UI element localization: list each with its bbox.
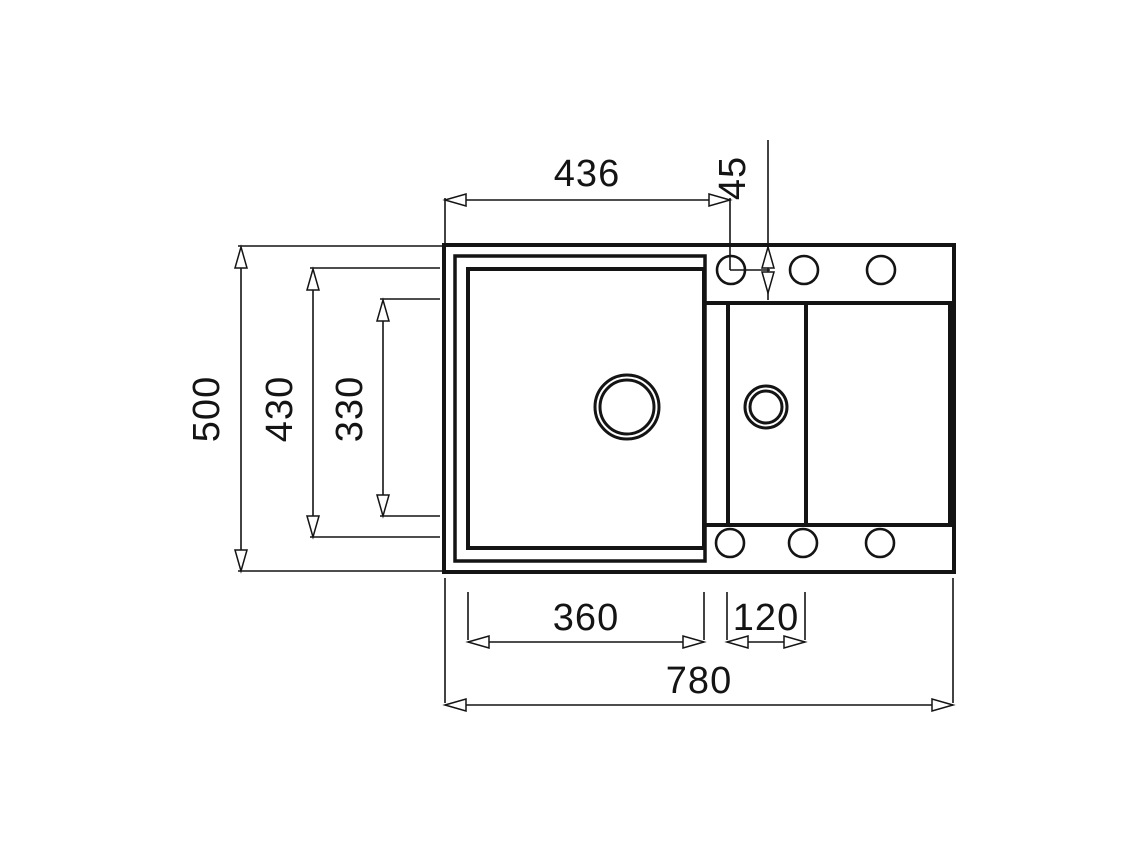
dimension-436: 436 — [442, 153, 733, 270]
dimension-430: 430 — [259, 266, 440, 540]
dim-436-arrow-right — [708, 193, 733, 207]
dim-330-label: 330 — [329, 376, 371, 442]
dim-120-label: 120 — [733, 597, 799, 639]
dim-436-arrow-left — [442, 193, 467, 207]
dim-430-label: 430 — [259, 376, 301, 442]
dim-780-arrow-right — [931, 698, 956, 712]
dim-45-arrow-bottom — [761, 271, 775, 296]
main-bowl-rim-outer — [453, 254, 707, 563]
dim-780-arrow-left — [442, 698, 467, 712]
dim-436-label: 436 — [554, 153, 620, 195]
dim-330-arrow-top — [376, 297, 390, 322]
tap-hole-bottom-1 — [714, 527, 746, 559]
dimension-45: 45 — [712, 140, 775, 300]
dim-45-label: 45 — [712, 156, 754, 200]
dim-780-label: 780 — [666, 660, 732, 702]
dim-360-arrow-left — [465, 635, 490, 649]
tap-hole-top-3 — [865, 254, 897, 286]
sink-body-group — [442, 243, 956, 574]
small-drain-outer-ring — [743, 384, 789, 430]
dimension-500: 500 — [186, 244, 446, 574]
tap-hole-bottom-3 — [864, 527, 896, 559]
tap-hole-bottom-2 — [787, 527, 819, 559]
dim-500-arrow-bottom — [234, 549, 248, 574]
dim-430-arrow-top — [306, 266, 320, 291]
dim-500-arrow-top — [234, 244, 248, 269]
dim-360-arrow-right — [682, 635, 707, 649]
dim-430-arrow-bottom — [306, 515, 320, 540]
main-drain-outer-ring — [593, 373, 661, 441]
dim-360-label: 360 — [553, 597, 619, 639]
dimension-120: 120 — [724, 592, 808, 649]
dimension-360: 360 — [465, 592, 707, 649]
dimension-330: 330 — [329, 297, 440, 519]
small-drain-inner-ring — [748, 389, 784, 425]
main-bowl-rim-inner — [466, 267, 706, 550]
dim-45-arrow-top — [761, 244, 775, 269]
dim-120-arrow-right — [783, 635, 808, 649]
tap-hole-top-2 — [788, 254, 820, 286]
dim-500-label: 500 — [186, 376, 228, 442]
dimension-780: 780 — [442, 578, 956, 712]
right-section-outline — [702, 301, 952, 527]
main-drain-inner-ring — [598, 378, 656, 436]
dim-330-arrow-bottom — [376, 494, 390, 519]
dim-120-arrow-left — [724, 635, 749, 649]
sink-outer-outline — [442, 243, 956, 574]
